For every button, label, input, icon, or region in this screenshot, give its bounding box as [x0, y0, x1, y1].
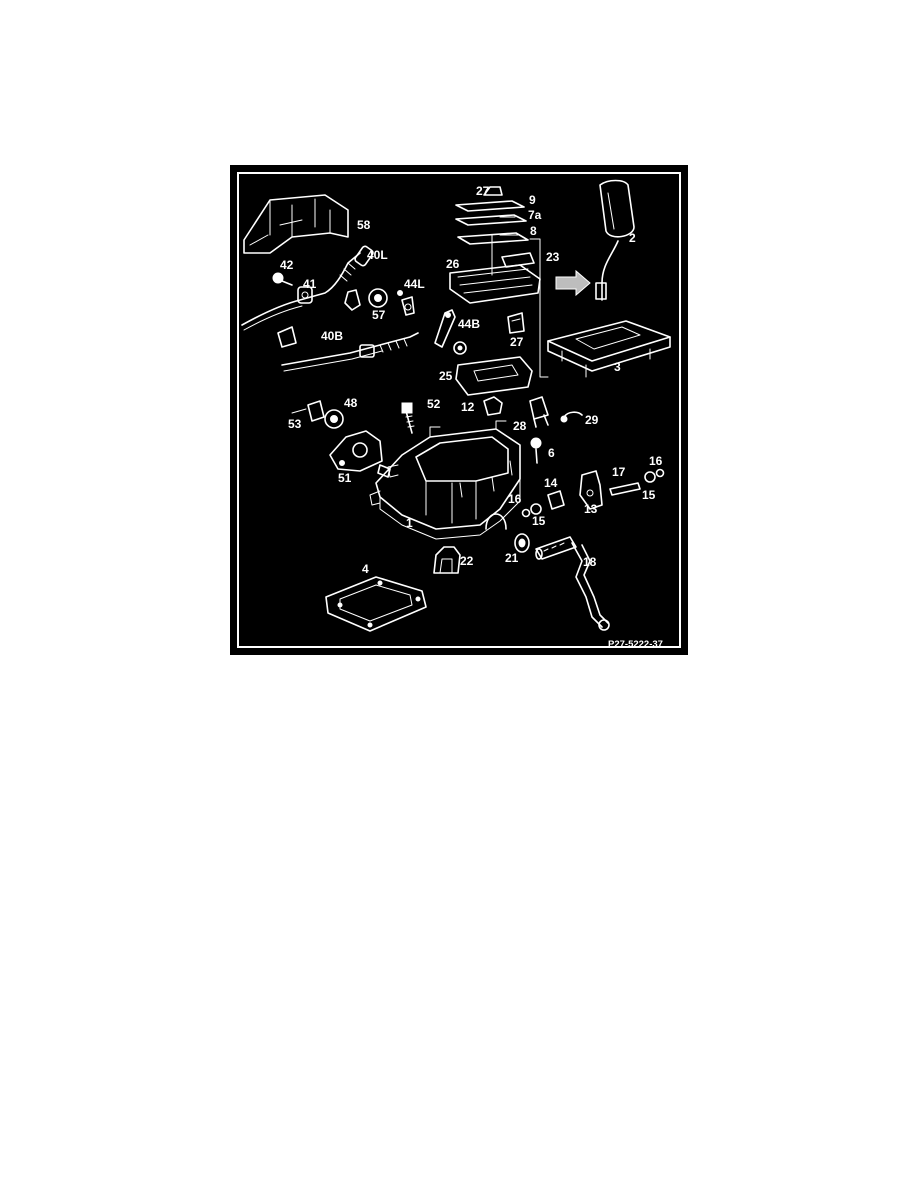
callout-58: 58: [357, 218, 371, 232]
callout-12: 12: [461, 400, 475, 414]
callout-57: 57: [372, 308, 386, 322]
callout-44B: 44B: [458, 317, 480, 331]
part-16-15-right-washers: [644, 468, 665, 483]
part-16-15-left-washers: [521, 503, 542, 518]
callout-4: 4: [362, 562, 369, 576]
callout-8: 8: [530, 224, 537, 238]
callout-6: 6: [548, 446, 555, 460]
part-28-bracket: [529, 396, 549, 428]
part-51-plate: [329, 430, 391, 478]
callout-41: 41: [303, 277, 317, 291]
part-12-nut: [483, 396, 503, 416]
callout-22: 22: [460, 554, 474, 568]
part-52-bolt: [401, 402, 415, 434]
callout-48: 48: [344, 396, 358, 410]
callout-2: 2: [629, 231, 636, 245]
callout-16-right: 16: [649, 454, 663, 468]
part-53-clip: [291, 400, 325, 422]
plate-8: [457, 232, 529, 245]
callout-40B: 40B: [321, 329, 343, 343]
part-58-bracket: [243, 194, 349, 254]
part-27-lower: [507, 312, 525, 334]
part-17-shaft: [609, 482, 641, 496]
exploded-parts-diagram: 58 42 41 40L 44L 57 40B 44B 27 9 7a 8 26…: [230, 165, 688, 655]
part-21-bushing: [514, 533, 530, 553]
part-25-boot: [455, 356, 533, 396]
part-27-upper: [483, 186, 503, 196]
callout-7a: 7a: [528, 208, 542, 222]
part-57-bushing: [344, 288, 388, 311]
figure-reference: P27-5222-37: [608, 639, 663, 650]
part-40L-cable: [241, 245, 374, 331]
part-18-shift-lever: [535, 536, 610, 631]
part-41-clip: [297, 286, 313, 304]
callout-42: 42: [280, 258, 294, 272]
part-22-bumper: [433, 546, 461, 574]
part-42-bolt: [272, 272, 293, 286]
callout-51: 51: [338, 471, 352, 485]
part-26-23-indicator-housing: [449, 234, 541, 316]
callout-27-upper: 27: [476, 184, 490, 198]
callout-15-right: 15: [642, 488, 656, 502]
direction-arrow: [555, 269, 591, 297]
part-29-sensor: [560, 411, 583, 423]
part-1-housing: [369, 420, 521, 540]
callout-26: 26: [446, 257, 460, 271]
callout-18: 18: [583, 555, 597, 569]
part-48-bushing: [324, 409, 344, 429]
callout-40L: 40L: [367, 248, 388, 262]
part-4-gasket: [325, 576, 427, 632]
part-6-bolt: [530, 437, 542, 464]
callout-52: 52: [427, 397, 441, 411]
callout-14: 14: [544, 476, 558, 490]
part-40B-cable: [277, 326, 419, 372]
callout-23: 23: [546, 250, 560, 264]
callout-16-left: 16: [508, 492, 522, 506]
callout-27-lower: 27: [510, 335, 524, 349]
part-2-shift-knob: [595, 179, 635, 301]
plate-7a: [455, 214, 527, 226]
part-13-bracket: [579, 470, 603, 510]
diagram-canvas: 58 42 41 40L 44L 57 40B 44B 27 9 7a 8 26…: [237, 172, 681, 650]
callout-1: 1: [406, 516, 413, 530]
callout-3: 3: [614, 360, 621, 374]
callout-29: 29: [585, 413, 599, 427]
plate-9: [455, 200, 525, 212]
callout-labels: 58 42 41 40L 44L 57 40B 44B 27 9 7a 8 26…: [280, 184, 663, 650]
part-44L-clip: [397, 290, 415, 316]
callout-28: 28: [513, 419, 527, 433]
callout-53: 53: [288, 417, 302, 431]
callout-9: 9: [529, 193, 536, 207]
callout-25: 25: [439, 369, 453, 383]
part-3-gate-plate: [539, 314, 671, 378]
callout-17: 17: [612, 465, 626, 479]
callout-21: 21: [505, 551, 519, 565]
part-14-pin: [547, 490, 565, 510]
callout-13: 13: [584, 502, 598, 516]
callout-15-left: 15: [532, 514, 546, 528]
diagram-frame: [237, 172, 681, 648]
callout-44L: 44L: [404, 277, 425, 291]
part-44B-lever: [434, 309, 467, 355]
